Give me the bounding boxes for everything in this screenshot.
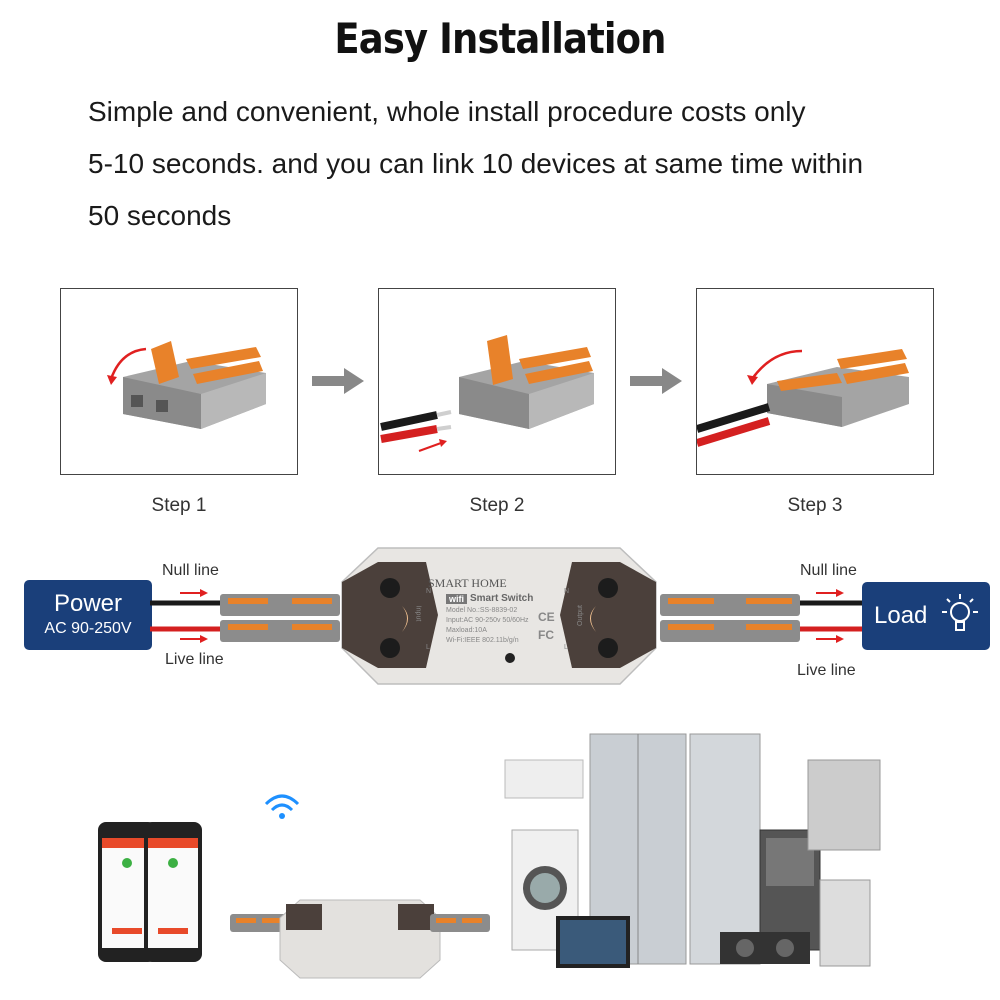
load-badge: Load [862, 582, 990, 650]
terminal-n-left: N [426, 588, 432, 595]
power-range: AC 90-250V [44, 620, 132, 637]
step-2-label: Step 2 [469, 495, 525, 516]
right-connectors [660, 594, 800, 642]
device-product-name: Smart Switch [470, 593, 534, 604]
step-3-label: Step 3 [787, 495, 843, 516]
ce-mark: CE [538, 610, 555, 624]
terminal-l-right: L [564, 644, 568, 651]
power-badge: Power AC 90-250V [24, 580, 152, 650]
smart-home-scene [98, 733, 881, 979]
terminal-l-left: L [426, 644, 430, 651]
power-label: Power [53, 590, 123, 617]
spec-maxload: Maxload:10A [446, 627, 487, 634]
step-1-panel [60, 288, 298, 475]
step-3-panel [696, 288, 934, 475]
right-arrow-icon [312, 368, 364, 394]
lightbulb-icon [942, 594, 978, 631]
connector-open-illustration [107, 341, 266, 429]
connector-closed-illustration [697, 349, 909, 447]
intro-line-2: 5-10 seconds. and you can link 10 device… [88, 148, 864, 179]
left-wires [150, 589, 230, 643]
input-label: Input [414, 605, 422, 622]
terminal-n-right: N [564, 588, 570, 595]
intro-line-1: Simple and convenient, whole install pro… [88, 96, 806, 127]
device-body-shape [341, 547, 657, 685]
null-line-right-label: Null line [800, 562, 857, 579]
connector-insert-wire-illustration [380, 335, 594, 452]
right-wires [800, 589, 864, 643]
smartphone-icon [144, 822, 202, 962]
right-arrow-icon [630, 368, 682, 394]
null-line-left-label: Null line [162, 562, 219, 579]
output-label: Output [577, 604, 585, 627]
appliances-icon [504, 733, 881, 968]
page-title: Easy Installation [334, 14, 666, 63]
live-line-left-label: Live line [165, 651, 224, 668]
wifi-badge: wifi [446, 594, 467, 604]
spec-input: Input:AC 90-250v 50/60Hz [446, 617, 529, 624]
step-1-label: Step 1 [151, 495, 207, 516]
device-brand: SMART HOME [428, 576, 507, 590]
step-2-panel [378, 288, 616, 475]
left-connectors [220, 594, 340, 642]
smart-switch-device: SMART HOME wifi Smart Switch Model No.:S… [338, 540, 660, 690]
small-switch-icon [230, 899, 490, 979]
wifi-signal-icon [264, 794, 300, 819]
fc-mark: FC [538, 628, 554, 642]
smartphone-icon [98, 822, 156, 962]
load-label: Load [874, 602, 928, 629]
intro-line-3: 50 seconds [88, 200, 232, 231]
spec-wifi: Wi-Fi:IEEE 802.11b/g/n [446, 637, 519, 644]
live-line-right-label: Live line [797, 662, 856, 679]
spec-model: Model No.:SS-8839-02 [446, 607, 518, 614]
